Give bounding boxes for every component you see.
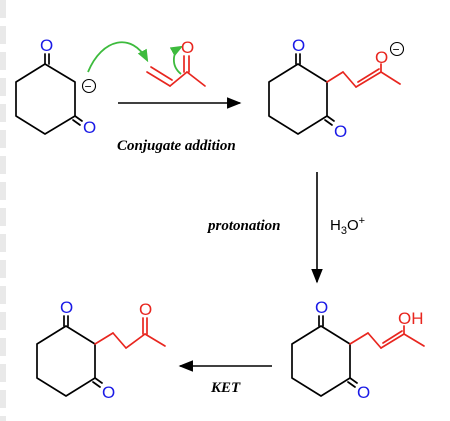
enolate-adduct: O O O − bbox=[268, 36, 405, 141]
ring-bonds bbox=[268, 63, 328, 135]
carbonyl-bond-bottom-double bbox=[92, 381, 101, 388]
step-label-protonation: protonation bbox=[206, 218, 281, 234]
carbonyl-bond-bottom-double bbox=[324, 119, 333, 126]
methyl-bond bbox=[403, 333, 425, 347]
ring-bonds bbox=[15, 63, 76, 135]
vinyl-double-bond bbox=[146, 71, 171, 87]
oxygen-atom: O bbox=[40, 36, 53, 55]
ring-bonds bbox=[36, 325, 96, 397]
methyl-bond bbox=[380, 71, 401, 85]
carbonyl-bond-bottom bbox=[74, 115, 83, 122]
carbonyl-bond-bottom-double bbox=[347, 381, 356, 388]
ring-bonds bbox=[291, 325, 351, 397]
methyl-bond bbox=[186, 71, 206, 87]
reagent-hydronium: H3O+ bbox=[330, 215, 365, 237]
oxygen-atom: O bbox=[60, 298, 73, 317]
side-chain-bond bbox=[94, 332, 114, 345]
charge-sign: − bbox=[85, 80, 92, 94]
electron-flow-arrow bbox=[87, 41, 149, 73]
side-chain-bond bbox=[125, 333, 146, 349]
carbonyl-bond-bottom bbox=[326, 115, 335, 122]
side-chain-bond bbox=[349, 332, 369, 345]
step-label-conjugate-addition: Conjugate addition bbox=[117, 138, 236, 154]
vinyl-carbonyl-bond bbox=[169, 71, 188, 87]
methyl-bond bbox=[144, 333, 166, 347]
negative-charge-icon bbox=[389, 41, 405, 57]
side-chain-bond bbox=[326, 71, 344, 83]
enol-intermediate: O O OH bbox=[291, 298, 425, 402]
step-label-ket: KET bbox=[210, 380, 241, 396]
enol-double-bond-inner bbox=[382, 330, 403, 344]
oxygen-atom: O bbox=[83, 118, 96, 137]
vinyl-double-bond-inner bbox=[150, 66, 173, 81]
charge-sign: − bbox=[393, 43, 400, 57]
oxygen-atom: O bbox=[181, 38, 194, 57]
enol-double-bond bbox=[355, 71, 382, 88]
oxygen-atom: O bbox=[375, 48, 388, 67]
carbonyl-bond-bottom bbox=[94, 377, 103, 384]
negative-charge-icon bbox=[81, 78, 97, 94]
reagent-text: H3O+ bbox=[330, 215, 365, 237]
oxygen-atom: O bbox=[139, 300, 152, 319]
oxygen-atom: O bbox=[315, 298, 328, 317]
methyl-vinyl-ketone: O bbox=[146, 38, 206, 87]
oxygen-atom: O bbox=[357, 383, 370, 402]
side-chain-bond bbox=[342, 71, 357, 88]
dione-enolate: O O − bbox=[15, 36, 97, 137]
enol-double-bond bbox=[380, 333, 405, 349]
oxygen-atom: O bbox=[102, 383, 115, 402]
carbonyl-bond-bottom bbox=[349, 377, 358, 384]
left-edge-decoration bbox=[0, 0, 6, 421]
hydroxyl-group: OH bbox=[398, 309, 424, 328]
oxygen-atom: O bbox=[292, 36, 305, 55]
enol-double-bond-inner bbox=[357, 68, 380, 83]
electron-flow-arrow bbox=[169, 45, 184, 75]
oxygen-atom: O bbox=[334, 122, 347, 141]
michael-adduct-product: O O O bbox=[36, 298, 166, 402]
side-chain-bond bbox=[367, 332, 382, 349]
side-chain-bond bbox=[112, 332, 127, 349]
carbonyl-bond-bottom-double bbox=[72, 119, 81, 126]
